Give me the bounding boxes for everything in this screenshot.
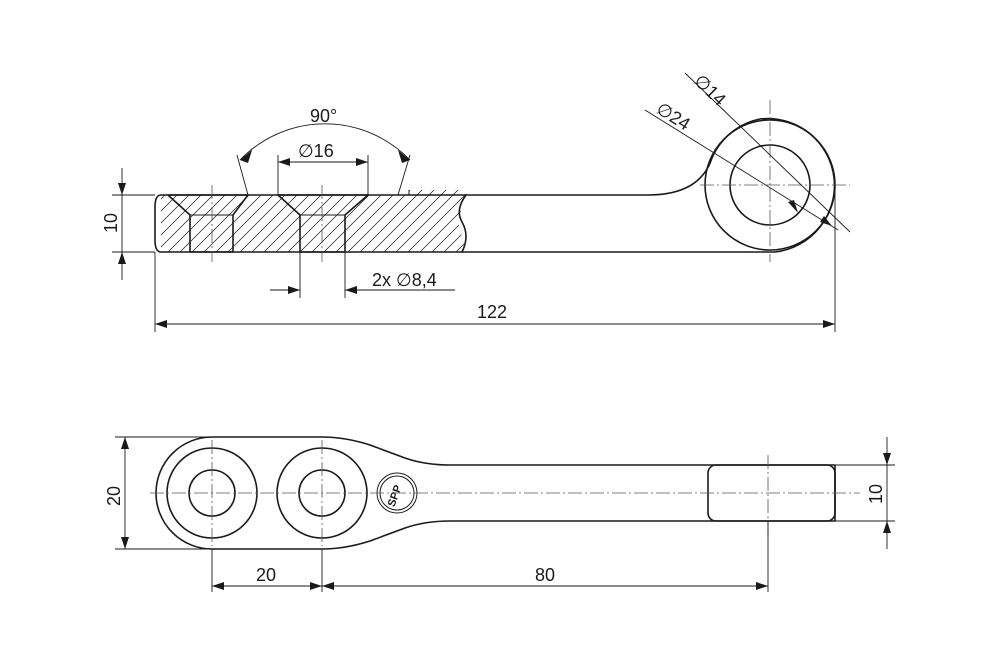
eye-inner-dia-label: ∅14 <box>690 70 730 109</box>
width-label: 20 <box>104 486 124 506</box>
hatch-line <box>459 190 466 252</box>
hatch-line <box>255 190 332 252</box>
section-hatching <box>161 185 607 260</box>
hatch-line <box>279 190 356 252</box>
hatch-line <box>207 190 284 252</box>
hatch-line <box>315 190 392 252</box>
hatch-line <box>161 190 224 252</box>
hatch-line <box>219 190 296 252</box>
hatch-line <box>243 190 320 252</box>
countersink-dia-label: ∅16 <box>298 141 334 161</box>
eye-outer-dia-label: ∅24 <box>653 98 694 134</box>
hole-spacing-label: 20 <box>256 565 276 585</box>
angle-label: 90° <box>310 106 337 126</box>
hatch-line <box>520 185 595 260</box>
logo-text: SPP <box>386 484 405 509</box>
hatch-line <box>339 190 416 252</box>
top-profile-outline <box>155 436 836 550</box>
side-view: 90° ∅16 10 2x ∅8,4 122 ∅1 <box>101 70 851 332</box>
holes-label: 2x ∅8,4 <box>372 270 437 290</box>
hatch-line <box>435 190 466 252</box>
hatch-line <box>291 190 368 252</box>
top-view: SPP 20 20 80 10 <box>104 436 895 592</box>
hatch-line <box>231 190 308 252</box>
hatch-line <box>447 190 466 252</box>
hatch-line <box>303 190 380 252</box>
hatch-line <box>387 190 464 252</box>
countersink-right <box>277 194 369 253</box>
slot-distance-label: 80 <box>535 565 555 585</box>
hatch-line <box>508 185 583 260</box>
hatch-line <box>411 190 466 252</box>
hatch-line <box>472 185 547 260</box>
hatch-line <box>161 190 212 252</box>
overall-length-label: 122 <box>477 302 507 322</box>
hatch-line <box>161 190 200 252</box>
hatch-line <box>484 185 559 260</box>
hatch-line <box>363 190 440 252</box>
hatch-line <box>161 190 176 252</box>
thickness-label: 10 <box>101 213 121 233</box>
break-line <box>458 194 467 253</box>
hatch-line <box>161 190 188 252</box>
hatch-line <box>399 190 466 252</box>
hatch-line <box>161 190 236 252</box>
hatch-line <box>496 185 571 260</box>
hatch-line <box>327 190 404 252</box>
hatch-line <box>351 190 428 252</box>
hatch-line <box>375 190 452 252</box>
hatch-line <box>171 190 248 252</box>
end-width-label: 10 <box>866 484 886 504</box>
hatch-line <box>532 185 607 260</box>
hatch-line <box>267 190 344 252</box>
